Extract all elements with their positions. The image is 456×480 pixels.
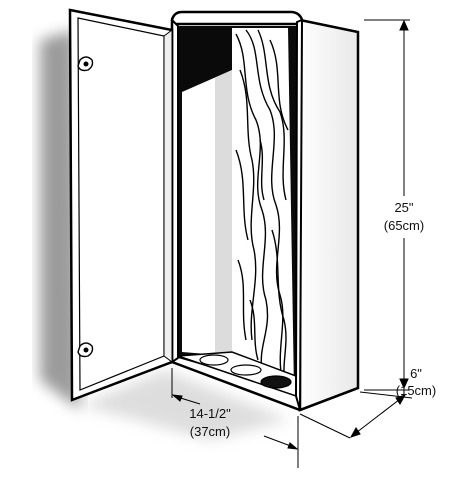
cabinet-side-wall [298,18,360,412]
cabinet-bottom-edge [171,360,359,412]
height-metric-label: (65cm) [384,218,424,233]
cabinet-top [170,10,304,26]
door-edge [163,29,173,363]
height-dimension-line [364,19,410,391]
floor-hole [230,364,262,376]
width-dimension-line [171,368,299,468]
width-metric-label: (37cm) [190,424,230,439]
width-imperial-label: 14-1/2" [189,406,231,421]
depth-dimension-line [299,391,413,439]
floor-hole [199,354,229,366]
interior-left-panel-shade [215,70,232,356]
cabinet-frame-right [294,18,304,411]
door-hinge-icon [77,56,94,72]
floor-shadow [80,370,290,440]
wood-grain [235,29,289,385]
depth-metric-label: (15cm) [396,383,436,398]
floor-hole [260,375,292,389]
wood-panel [232,28,294,390]
depth-imperial-label: 6" [410,366,422,381]
height-imperial-label: 25" [394,200,413,215]
door-hinge-icon [77,342,94,358]
